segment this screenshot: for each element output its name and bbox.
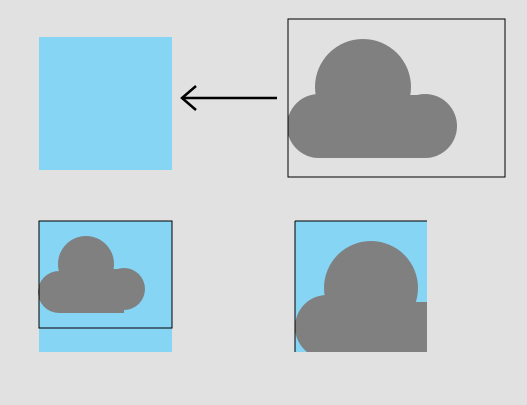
cloud-source-image xyxy=(287,18,506,178)
source-frame xyxy=(287,18,506,178)
cloud-icon xyxy=(288,39,457,158)
cloud-icon xyxy=(295,241,427,352)
cloud-fit-example xyxy=(38,220,173,352)
fit-frame xyxy=(38,220,173,329)
cloud-cover-example xyxy=(294,220,427,352)
arrow-left-icon xyxy=(180,85,277,111)
cloud-icon xyxy=(38,236,145,313)
empty-sky-target xyxy=(39,37,172,170)
